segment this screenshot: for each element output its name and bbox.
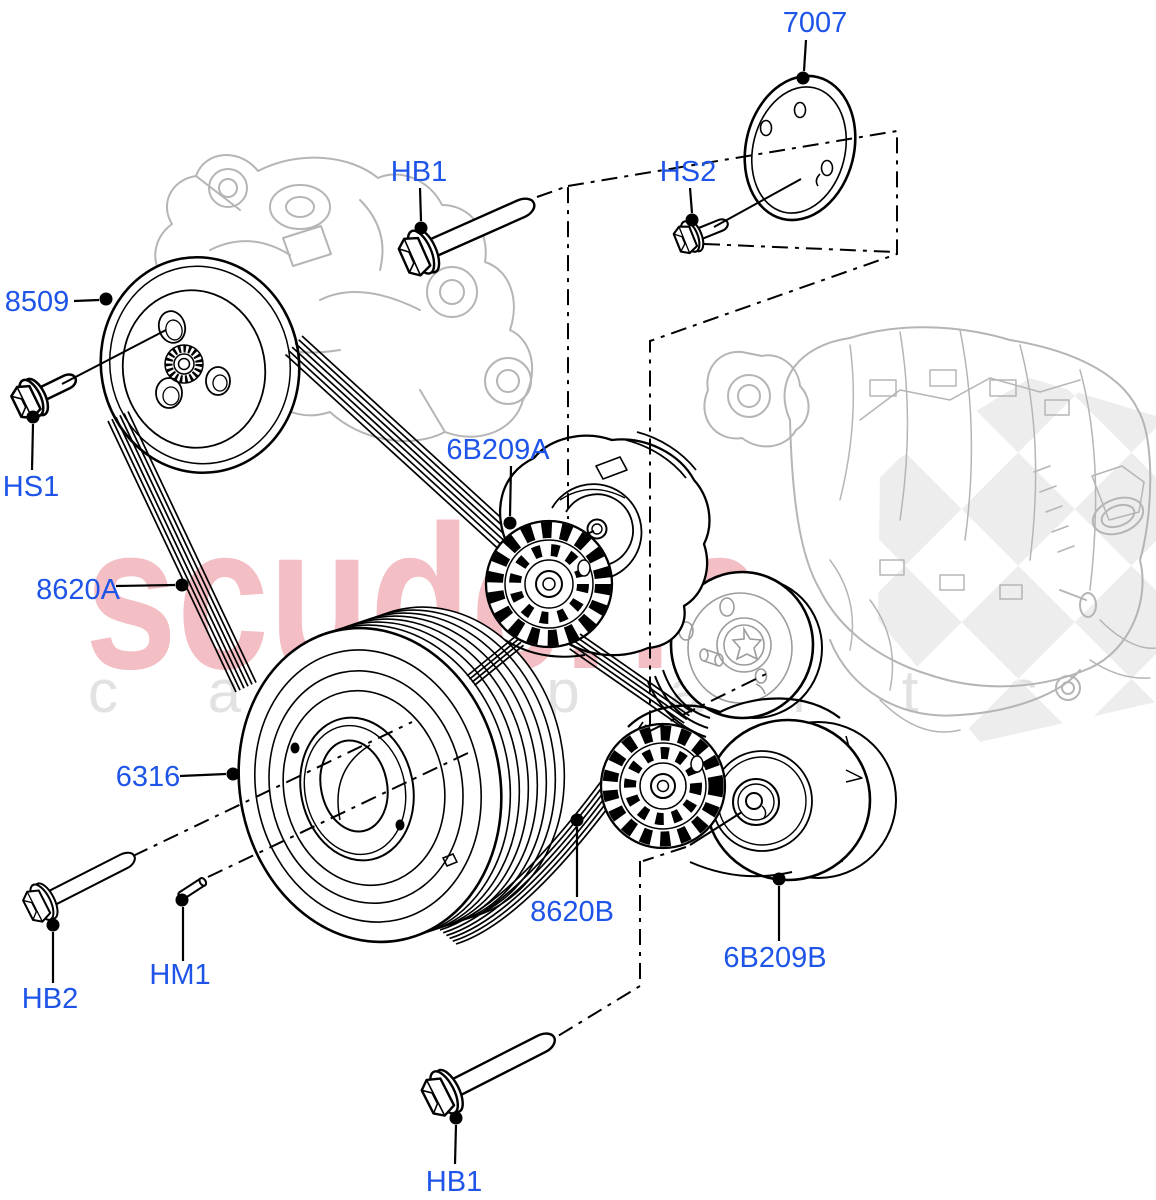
label-text-hs1: HS1 bbox=[3, 471, 59, 503]
label-6b209b: 6B209B bbox=[723, 872, 827, 974]
label-dot bbox=[449, 1111, 463, 1125]
label-dot bbox=[26, 410, 40, 424]
pulley-6316 bbox=[237, 606, 566, 944]
label-dot bbox=[175, 893, 189, 907]
label-dot bbox=[685, 213, 699, 227]
label-text-hb2: HB2 bbox=[22, 983, 78, 1015]
label-hm1: HM1 bbox=[149, 893, 211, 991]
label-hb2: HB2 bbox=[22, 918, 78, 1015]
checker-watermark bbox=[878, 378, 1156, 742]
label-text-hm1: HM1 bbox=[149, 959, 210, 991]
label-8620a: 8620A bbox=[36, 574, 189, 606]
label-dot bbox=[503, 516, 517, 530]
axis-solid-lines bbox=[61, 178, 802, 846]
belt-segment bbox=[569, 633, 711, 738]
label-text-8620a: 8620A bbox=[36, 574, 121, 606]
tensioner-6b209b bbox=[599, 697, 897, 882]
label-text-6b209b: 6B209B bbox=[723, 942, 826, 974]
bolt-hb1-bottom bbox=[415, 1014, 566, 1124]
label-dot bbox=[99, 292, 113, 306]
label-6316: 6316 bbox=[116, 761, 240, 793]
belt-8620b bbox=[439, 721, 660, 945]
label-hs1: HS1 bbox=[3, 410, 59, 503]
label-hb1-bottom: HB1 bbox=[426, 1111, 482, 1198]
label-7007: 7007 bbox=[783, 7, 848, 85]
label-hb1-top: HB1 bbox=[391, 156, 447, 235]
label-dot bbox=[796, 71, 810, 85]
label-text-7007: 7007 bbox=[783, 7, 848, 39]
assembly-centerlines bbox=[132, 129, 898, 1037]
bolt-hs1 bbox=[6, 357, 86, 426]
label-text-6b209a: 6B209A bbox=[446, 434, 550, 466]
label-dot bbox=[570, 813, 584, 827]
belt-8620a bbox=[107, 335, 533, 693]
label-dot bbox=[46, 918, 60, 932]
label-dot bbox=[414, 221, 428, 235]
bolt-hs2 bbox=[669, 205, 735, 259]
label-text-6316: 6316 bbox=[116, 761, 181, 793]
cover-plate-7007 bbox=[743, 74, 857, 222]
label-dot bbox=[175, 578, 189, 592]
ghost-alternator-art bbox=[703, 326, 1156, 733]
label-hs2: HS2 bbox=[660, 156, 716, 227]
label-text-8620b: 8620B bbox=[530, 896, 614, 928]
label-text-8509: 8509 bbox=[5, 286, 70, 318]
label-text-hs2: HS2 bbox=[660, 156, 716, 188]
label-dot bbox=[226, 767, 240, 781]
part-labels: 7007 HB1 HS2 8509 HS1 8620A bbox=[3, 7, 847, 1198]
bolt-hb2 bbox=[17, 837, 145, 929]
label-text-hb1-top: HB1 bbox=[391, 156, 447, 188]
idler-pulley bbox=[669, 570, 823, 720]
label-text-hb1-bottom: HB1 bbox=[426, 1166, 482, 1198]
ghost-compressor-art bbox=[154, 154, 534, 443]
label-6b209a: 6B209A bbox=[446, 434, 550, 530]
pulley-8509 bbox=[99, 255, 301, 475]
label-8509: 8509 bbox=[5, 286, 113, 318]
label-8620b: 8620B bbox=[530, 813, 614, 928]
label-dot bbox=[772, 872, 786, 886]
tensioner-6b209a bbox=[484, 431, 711, 658]
